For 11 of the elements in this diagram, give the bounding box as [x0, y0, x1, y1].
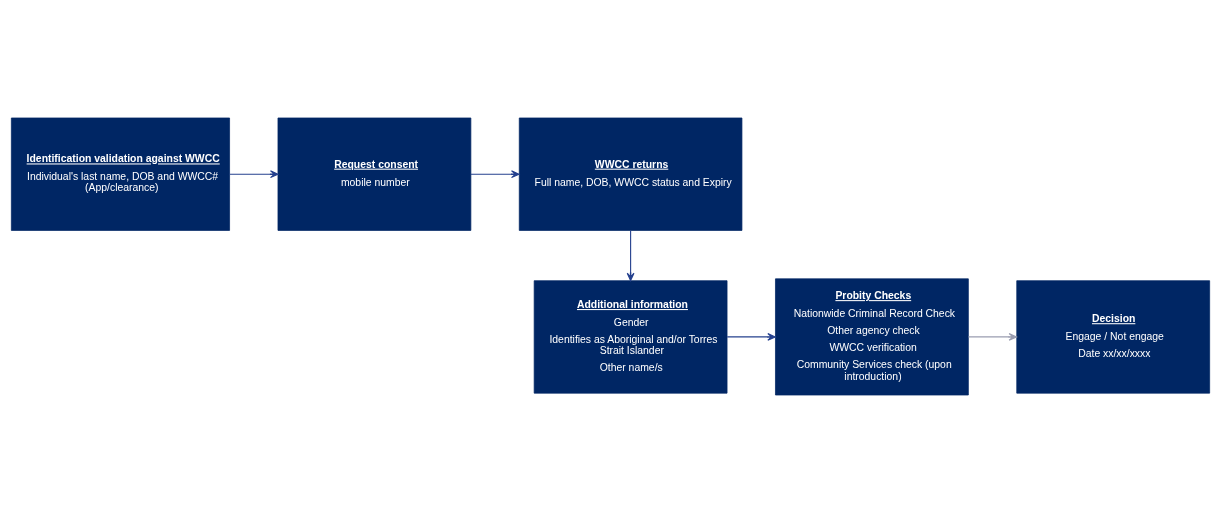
node-box: WWCC returns Full name, DOB, WWCC status and Expiry — [518, 117, 743, 231]
node-box: Request consent mobile number — [277, 117, 472, 231]
arrow — [229, 170, 279, 179]
arrow — [726, 333, 776, 341]
node-box: Additional information Gender Identifies as Aboriginal and/or Torres Strait Islander Other name/s — [533, 280, 728, 394]
node-box: Probity Checks Nationwide Criminal Record Check Other agency check WWCC verification Community Services check (upon introduction) — [775, 278, 969, 396]
arrow — [626, 229, 635, 282]
node-box: Decision Engage / Not engage Date xx/xx/xxxx — [1016, 280, 1210, 394]
node-box: Identification validation against WWCC Individual's last name, DOB and WWCC# (App/clearance) — [11, 117, 230, 231]
arrow — [470, 170, 520, 179]
arrow — [967, 333, 1018, 341]
